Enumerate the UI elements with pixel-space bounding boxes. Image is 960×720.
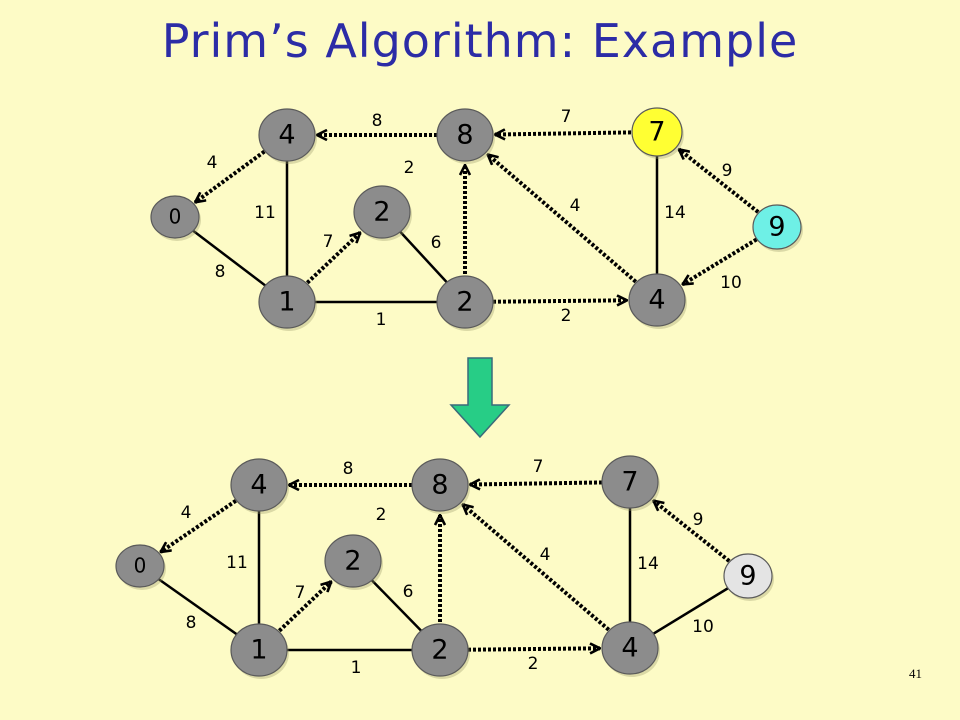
- edge-weight-h-g: 1: [376, 310, 387, 330]
- node-layer: 0 4 8 7 9 4 2 1 2: [115, 455, 774, 679]
- edge-weight-e-d: 9: [722, 161, 733, 181]
- edge-weight-c-b: 8: [372, 111, 383, 131]
- node-label-e: 9: [739, 561, 756, 592]
- node-label-e: 9: [768, 212, 785, 243]
- tree-edge-h-g: [305, 233, 360, 285]
- node-b: 4: [258, 108, 317, 164]
- node-f: 4: [628, 273, 687, 329]
- node-layer: 0 4 8 7 9 4 2 1 2: [150, 107, 803, 331]
- node-label-i: 2: [431, 635, 448, 666]
- edge-weight-b-h: 11: [226, 553, 248, 573]
- node-i: 2: [411, 623, 470, 679]
- graph-before: 4 8 7 9 10 14 4 2 1 8 11 7 2 6 0 4 8 7 9 4 2 1 2: [150, 107, 803, 331]
- edge-weight-h-i: 7: [295, 583, 306, 603]
- node-label-d: 7: [621, 467, 638, 498]
- edge-weight-i-g: 6: [431, 233, 442, 253]
- node-h: 1: [258, 275, 317, 331]
- tree-edge-d-c: [495, 132, 632, 134]
- edge-weight-b-a: 4: [181, 503, 192, 523]
- edge-weight-i-g: 6: [403, 582, 414, 602]
- edge-weight-i-c: 2: [404, 158, 415, 178]
- edge-weight-e-d: 9: [693, 510, 704, 530]
- tree-edge-e-d: [679, 149, 760, 214]
- node-label-c: 8: [431, 470, 448, 501]
- node-h: 1: [230, 623, 289, 679]
- slide-title: Prim’s Algorithm: Example: [161, 14, 799, 68]
- tree-edge-f-c: [463, 505, 611, 632]
- slide-number: 41: [909, 666, 922, 681]
- node-label-a: 0: [134, 554, 147, 578]
- node-a: 0: [150, 195, 201, 241]
- tree-edge-e-f: [683, 237, 758, 287]
- node-g: 2: [353, 185, 412, 241]
- node-g: 2: [324, 534, 383, 590]
- edge-weight-f-c: 4: [570, 196, 581, 216]
- graph-after: 4 8 7 9 10 14 4 2 1 8 11 7 2 6 0 4 8 7 9 4 2 1 2: [115, 455, 774, 679]
- node-label-f: 4: [621, 633, 638, 664]
- edge-weight-c-b: 8: [343, 459, 354, 479]
- node-a: 0: [115, 544, 166, 590]
- down-arrow-icon: [449, 357, 511, 439]
- node-label-b: 4: [250, 470, 267, 501]
- node-label-d: 7: [648, 117, 665, 148]
- tree-edge-i-f: [492, 300, 627, 301]
- node-label-c: 8: [456, 120, 473, 151]
- tree-edge-d-c: [470, 482, 603, 484]
- node-label-g: 2: [373, 197, 390, 228]
- node-label-a: 0: [169, 205, 182, 229]
- node-b: 4: [230, 458, 289, 514]
- tree-edge-i-f: [467, 648, 600, 649]
- node-label-b: 4: [278, 120, 295, 151]
- tree-edge-e-d: [653, 501, 731, 563]
- node-c: 8: [411, 458, 470, 514]
- node-i: 2: [436, 275, 495, 331]
- edge-weight-b-a: 4: [207, 153, 218, 173]
- node-c: 8: [436, 108, 495, 164]
- edge-weight-h-i: 7: [323, 232, 334, 252]
- edge-weight-i-f: 2: [528, 654, 539, 674]
- node-label-h: 1: [250, 635, 267, 666]
- edge-weight-e-f: 10: [720, 273, 742, 293]
- tree-edge-f-c: [488, 155, 638, 284]
- edge-weight-e-f: 10: [692, 617, 714, 637]
- node-e: 9: [752, 204, 803, 252]
- edge-weight-a-h: 8: [186, 613, 197, 633]
- node-d: 7: [631, 107, 684, 159]
- node-label-i: 2: [456, 287, 473, 318]
- node-label-h: 1: [278, 287, 295, 318]
- edge-weight-a-h: 8: [215, 262, 226, 282]
- edge-weight-i-f: 2: [561, 306, 572, 326]
- node-f: 4: [601, 621, 660, 677]
- edge-weight-d-f: 14: [664, 203, 686, 223]
- node-label-g: 2: [344, 546, 361, 577]
- edge-weight-d-c: 7: [533, 457, 544, 477]
- edge-weight-d-c: 7: [561, 107, 572, 127]
- edge-weight-i-c: 2: [376, 505, 387, 525]
- edge-weight-b-h: 11: [254, 203, 276, 223]
- node-label-f: 4: [648, 285, 665, 316]
- tree-edge-b-a: [195, 149, 266, 203]
- edge-weight-f-c: 4: [540, 545, 551, 565]
- edge-weight-h-g: 1: [351, 658, 362, 678]
- edge-weight-d-f: 14: [637, 554, 659, 574]
- node-e: 9: [723, 553, 774, 601]
- tree-edge-b-a: [161, 499, 237, 554]
- node-d: 7: [601, 455, 660, 511]
- tree-edge-h-g: [277, 582, 331, 633]
